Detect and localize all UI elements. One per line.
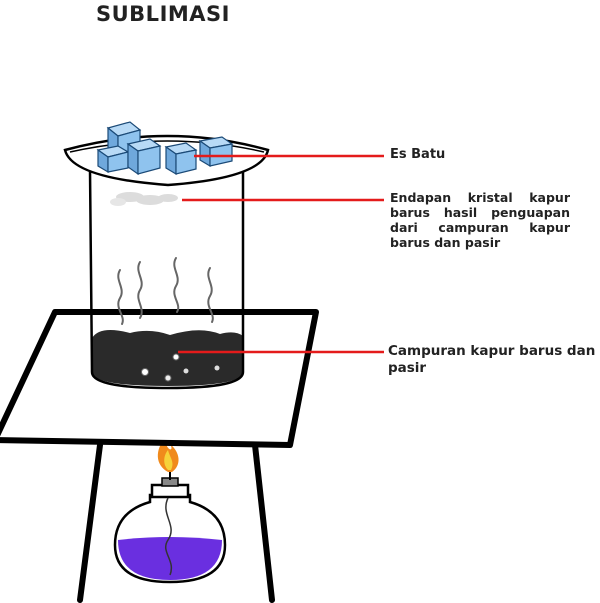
vapour-lines <box>117 257 214 325</box>
ice-cube <box>96 145 130 174</box>
label-campuran: Campuran kapur barus dan pasir <box>388 343 596 376</box>
sand-grain <box>141 368 149 376</box>
ice-cube <box>198 136 234 168</box>
camphor-deposit <box>110 192 178 206</box>
leader-lines <box>178 154 384 354</box>
ice-cube <box>126 138 162 176</box>
tripod-legs <box>77 442 275 603</box>
ice-cube <box>164 142 198 176</box>
sand-grain <box>183 368 189 374</box>
lamp-wick <box>165 497 173 576</box>
flame <box>157 438 179 472</box>
label-es-batu: Es Batu <box>390 147 446 162</box>
sand-grain <box>172 353 180 361</box>
lamp-spirit <box>118 537 222 580</box>
tripod-leg-right <box>252 442 275 603</box>
beaker-wall <box>88 169 245 390</box>
mixture <box>92 329 243 386</box>
label-endapan: Endapan kristal kapur barus hasil pengua… <box>390 190 570 250</box>
spirit-lamp <box>113 472 227 584</box>
flame-inner <box>164 450 173 470</box>
ice-cubes <box>96 121 234 176</box>
diagram-title: SUBLIMASI <box>96 2 230 26</box>
beaker <box>88 169 245 390</box>
sand-grain <box>214 365 220 371</box>
sand-grain <box>164 374 172 382</box>
mixture-fill <box>92 329 243 386</box>
lamp-neck <box>150 483 190 499</box>
tripod-leg-left <box>77 442 103 603</box>
